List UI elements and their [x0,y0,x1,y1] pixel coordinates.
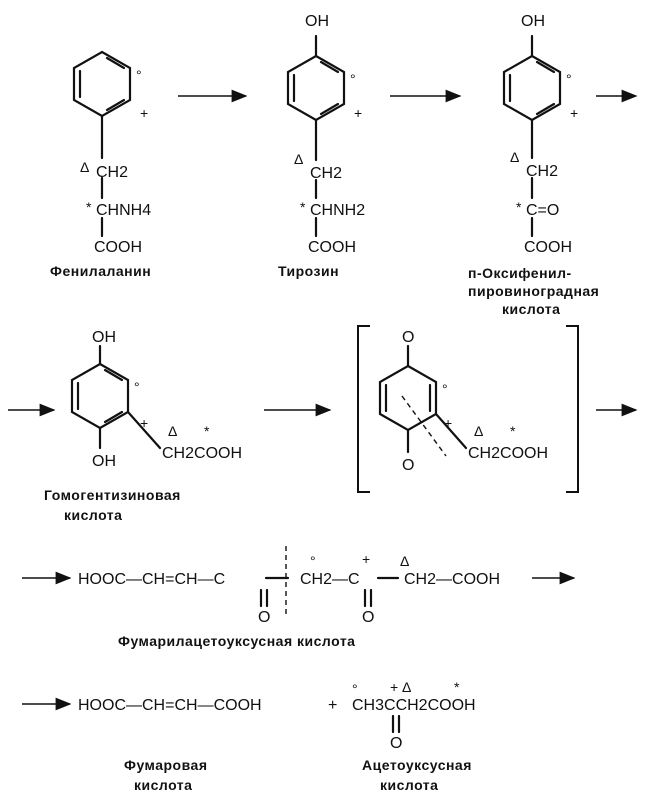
hppa-co: C=O [526,202,559,219]
hppa-label-2: пировиноградная [468,283,599,299]
tyr-ch2: CH2 [310,165,342,182]
circle-mark: ° [566,71,572,87]
faa-part-b: CH2—C [300,571,360,588]
acetoacetate-label-1: Ацетоуксусная [362,757,472,773]
circle-mark: ° [134,379,140,395]
triangle-mark: Δ [474,423,483,439]
plus-sign: + [328,697,337,714]
star-mark: * [454,679,460,695]
fumarate-formula: HOOC—CH=CH—COOH [78,697,262,714]
phe-cooh: COOH [94,239,142,256]
acetoacetate-o: O [390,735,402,752]
hydroxyphenylpyruvate-structure: OH ° + Δ * CH2 C=O COOH п-Оксифенил- пир… [468,13,599,317]
star-mark: * [86,199,92,215]
circle-mark: ° [350,71,356,87]
triangle-mark: Δ [294,151,303,167]
circle-mark: ° [136,67,142,83]
phe-chnh: CHNH4 [96,202,151,219]
hppa-label-1: п-Оксифенил- [468,265,572,281]
quinone-o-top: O [402,329,414,346]
fumarate-label-1: Фумаровая [124,757,208,773]
right-bracket [566,325,579,493]
quinone-intermediate: O O ° + Δ * CH2COOH [357,325,579,493]
hppa-oh: OH [521,13,545,30]
hppa-ch2: CH2 [526,163,558,180]
plus-mark: + [444,415,452,431]
plus-mark: + [390,679,398,695]
phe-label: Фенилаланин [50,263,151,279]
tyr-label: Тирозин [278,263,339,279]
fumarylacetoacetate-structure: HOOC—CH=CH—C CH2—C CH2—COOH O O ° + Δ Фу… [78,546,500,649]
star-mark: * [516,199,522,215]
acetoacetate-label-2: кислота [380,777,438,793]
plus-mark: + [362,551,370,567]
tyr-oh: OH [305,13,329,30]
fumarate-label-2: кислота [134,777,192,793]
products: HOOC—CH=CH—COOH + CH3CCH2COOH O ° + Δ * … [78,679,476,793]
plus-mark: + [570,105,578,121]
benzene-ring [72,50,132,118]
triangle-mark: Δ [400,553,409,569]
circle-mark: ° [310,553,316,569]
star-mark: * [300,199,306,215]
circle-mark: ° [442,381,448,397]
hga-label-2: кислота [64,507,122,523]
phe-ch2: CH2 [96,164,128,181]
faa-o-2: O [362,609,374,626]
faa-part-c: CH2—COOH [404,571,500,588]
tyrosine-structure: OH ° + Δ * CH2 CHNH2 COOH Тирозин [278,13,365,279]
homogentisic-acid-structure: OH OH ° + Δ * CH2COOH Гомогентизиновая к… [44,329,242,523]
star-mark: * [204,423,210,439]
quinone-o-bottom: O [402,457,414,474]
cleavage-line [401,395,447,457]
triangle-mark: Δ [80,159,89,175]
quinone-side-chain: CH2COOH [468,445,548,462]
plus-mark: + [354,105,362,121]
hga-label-1: Гомогентизиновая [44,487,181,503]
acetoacetate-formula: CH3CCH2COOH [352,697,476,714]
faa-label: Фумарилацетоуксусная кислота [118,633,355,649]
hga-oh-bottom: OH [92,453,116,470]
star-mark: * [510,423,516,439]
triangle-mark: Δ [168,423,177,439]
triangle-mark: Δ [510,149,519,165]
ring-double-bonds [78,56,126,112]
plus-mark: + [140,415,148,431]
circle-mark: ° [352,681,358,697]
phenylalanine-structure: ° + Δ * CH2 CHNH4 COOH Фенилаланин [50,50,151,279]
faa-part-a: HOOC—CH=CH—C [78,571,225,588]
left-bracket [357,325,370,493]
hga-side-chain: CH2COOH [162,445,242,462]
hppa-cooh: COOH [524,239,572,256]
tyr-cooh: COOH [308,239,356,256]
hga-oh-top: OH [92,329,116,346]
faa-o-1: O [258,609,270,626]
hppa-label-3: кислота [502,301,560,317]
tyr-chnh: CHNH2 [310,202,365,219]
plus-mark: + [140,105,148,121]
triangle-mark: Δ [402,679,411,695]
